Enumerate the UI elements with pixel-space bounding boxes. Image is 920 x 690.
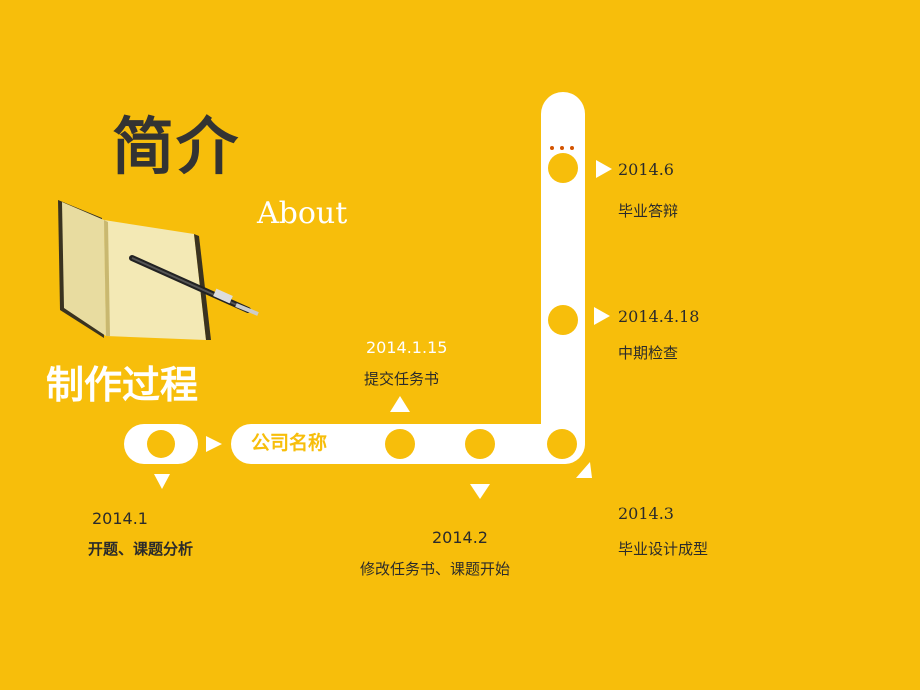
milestone-date: 2014.1 [92,509,148,528]
subtitle-about: About [257,196,348,231]
company-name-label: 公司名称 [251,432,328,454]
milestone-desc: 开题、课题分析 [88,540,194,558]
notebook-with-pen-icon [58,200,259,340]
milestone-date: 2014.1.15 [366,338,448,357]
milestone-date: 2014.2 [432,528,488,547]
milestone-date: 2014.6 [618,160,674,179]
milestone-desc: 修改任务书、课题开始 [360,560,511,578]
milestone-desc: 中期检查 [618,344,679,362]
section-title: 制作过程 [46,363,199,407]
milestone-date: 2014.3 [618,504,674,523]
milestone-desc: 提交任务书 [364,370,440,388]
milestone-date: 2014.4.18 [618,307,700,326]
milestone-desc: 毕业设计成型 [618,540,709,558]
page-title: 简介 [112,110,241,183]
milestone-desc: 毕业答辩 [618,202,679,220]
